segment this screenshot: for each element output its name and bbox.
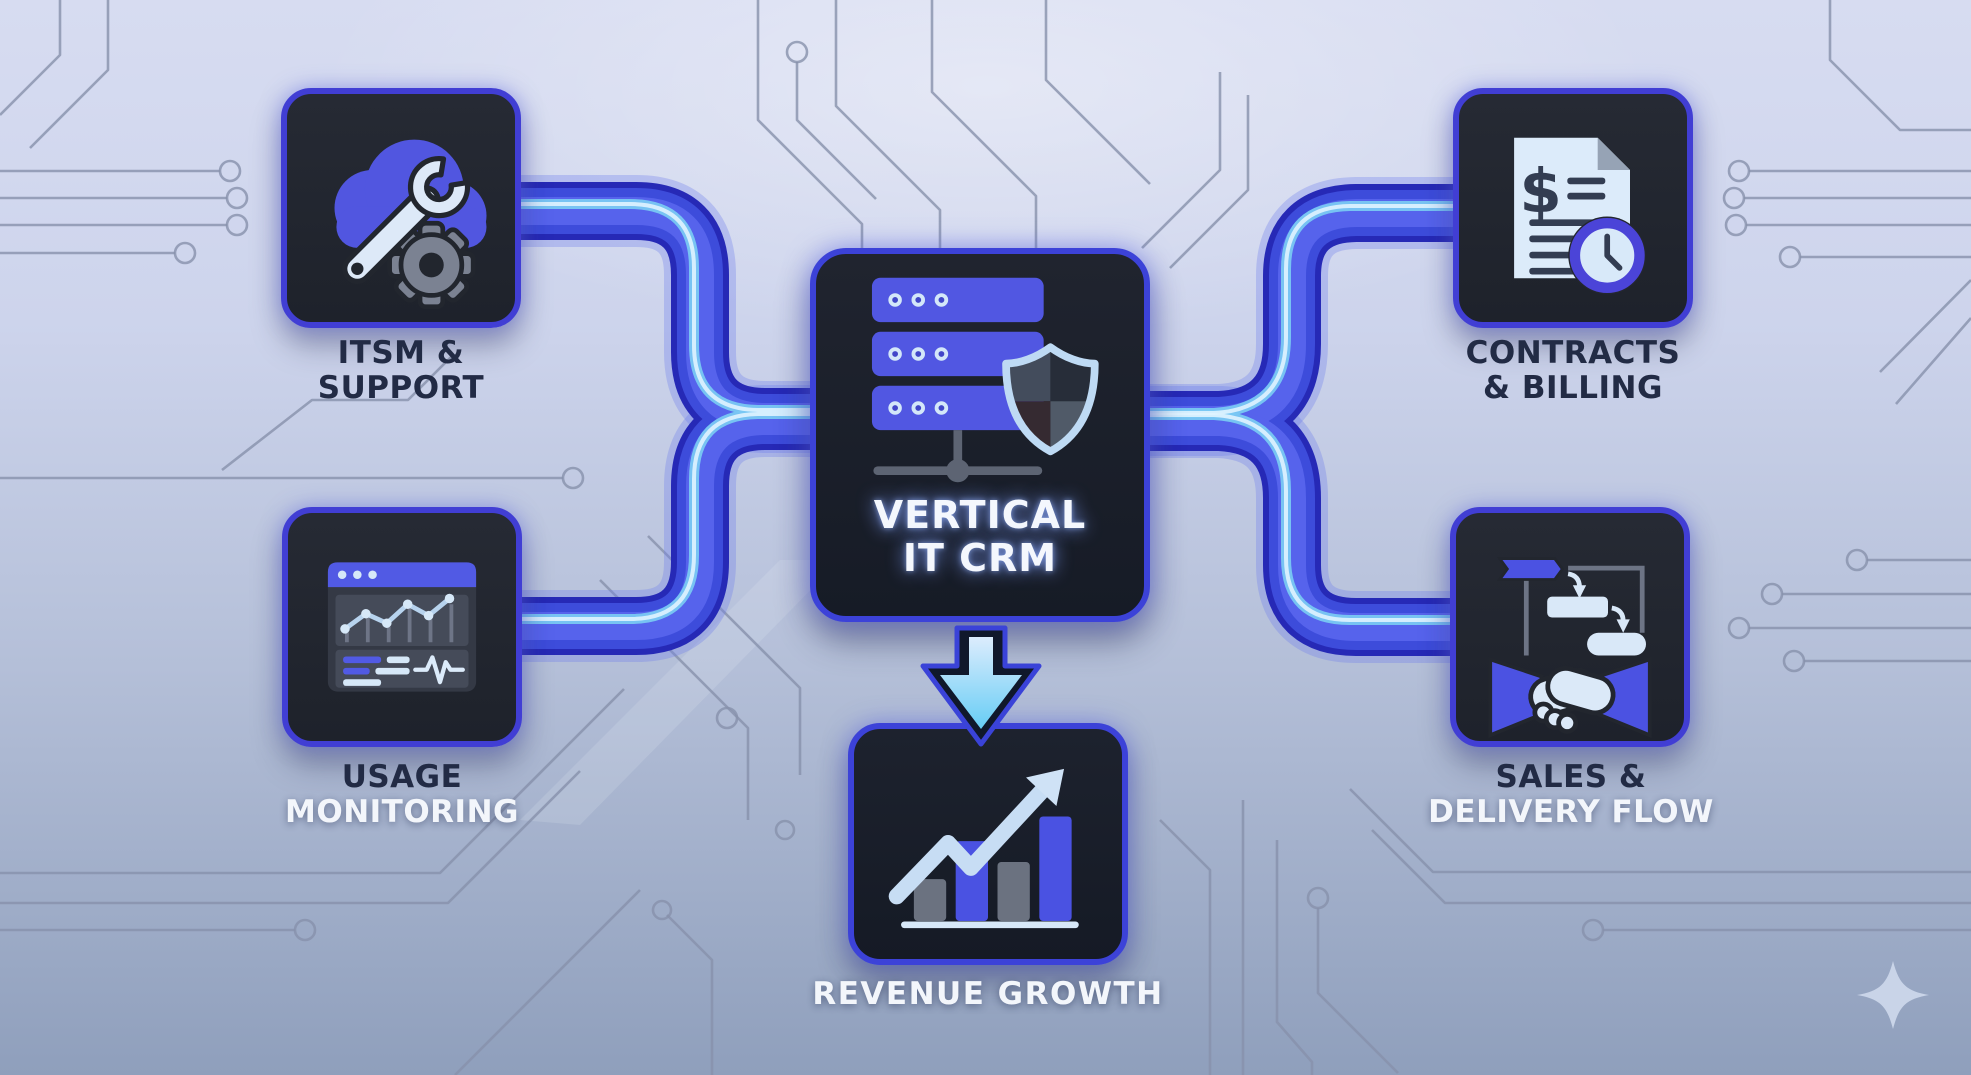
revenue-label-line1: REVENUE GROWTH — [812, 976, 1164, 1012]
server-stack-icon — [871, 277, 1044, 431]
usage-label-line2: MONITORING — [285, 794, 519, 830]
cloud-wrench-gear-icon — [334, 139, 487, 310]
usage-node — [282, 507, 522, 747]
center-title: VERTICAL IT CRM — [816, 494, 1144, 580]
wrench-icon — [342, 155, 471, 284]
itsm-label-line1: ITSM & — [337, 335, 465, 371]
usage-label-line1: USAGE — [341, 759, 463, 795]
contracts-label-line1: CONTRACTS — [1465, 335, 1681, 371]
flowchart-handshake-icon — [1488, 557, 1652, 739]
flowchart — [1496, 557, 1646, 656]
line-chart-panel — [335, 593, 469, 646]
sales-label-line1: SALES & — [1495, 759, 1647, 795]
contracts-label-line2: & BILLING — [1483, 370, 1663, 406]
contracts-node: $ — [1453, 88, 1693, 328]
four-point-sparkle-icon — [1857, 961, 1929, 1029]
network-icon — [873, 430, 1043, 483]
clock-icon — [1568, 216, 1647, 295]
gear-icon — [387, 220, 476, 310]
svg-text:$: $ — [1520, 157, 1562, 227]
sales-label-line2: DELIVERY FLOW — [1428, 794, 1714, 830]
contracts-label: CONTRACTS & BILLING — [1413, 336, 1733, 406]
dashboard-analytics-icon — [327, 562, 477, 692]
server-shield-network-icon — [871, 277, 1099, 483]
central-crm-node: VERTICAL IT CRM — [810, 248, 1150, 622]
sales-node — [1450, 507, 1690, 747]
trend-arrow — [888, 768, 1065, 905]
sales-label: SALES & DELIVERY FLOW — [1381, 760, 1761, 830]
center-title-line1: VERTICAL — [873, 493, 1087, 537]
center-title-line2: IT CRM — [902, 536, 1058, 580]
invoice-clock-icon: $ — [1514, 137, 1647, 295]
itsm-label-line2: SUPPORT — [317, 370, 485, 406]
itsm-label: ITSM & SUPPORT — [241, 336, 561, 406]
handshake-icon — [1488, 656, 1652, 739]
stats-pulse-panel — [335, 649, 469, 688]
revenue-label: REVENUE GROWTH — [798, 977, 1178, 1012]
shield-icon — [1002, 343, 1099, 456]
growth-chart-icon — [888, 768, 1079, 929]
itsm-node — [281, 88, 521, 328]
revenue-node — [848, 723, 1128, 965]
usage-label: USAGE MONITORING — [242, 760, 562, 830]
